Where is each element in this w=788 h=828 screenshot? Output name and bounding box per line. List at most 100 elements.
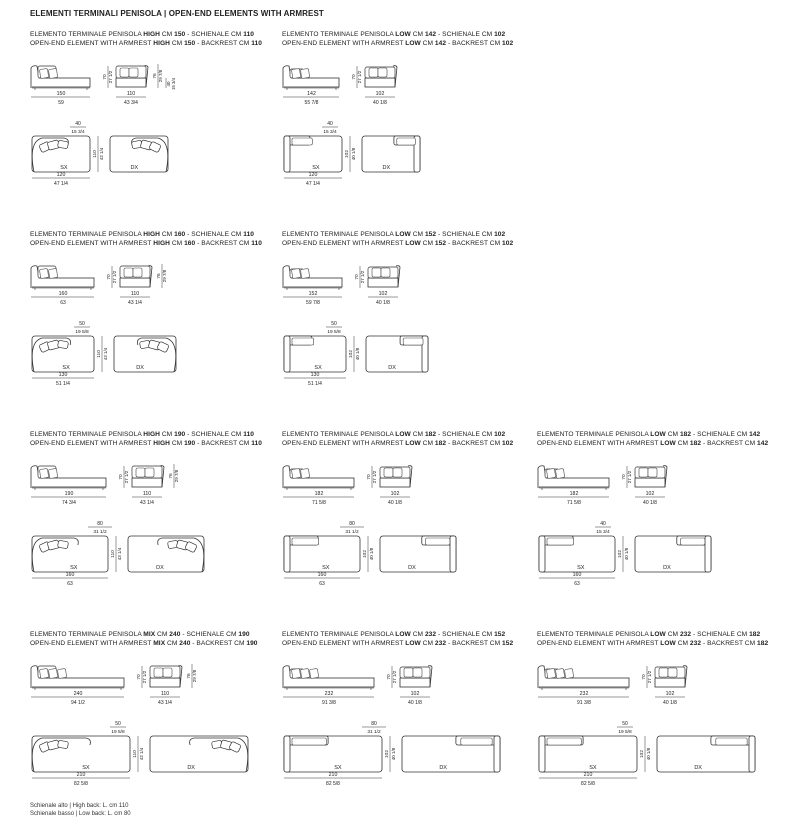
plan-sx-arm xyxy=(283,735,291,773)
plan-dx: DX xyxy=(127,535,205,573)
cushion xyxy=(638,467,649,478)
dim-dx-width-in: 40 1/8 xyxy=(373,100,387,106)
dim-sx-width-in: 55 7/8 xyxy=(305,100,319,106)
label-sx: SX xyxy=(589,765,597,771)
header-en-en-cm: CM xyxy=(420,240,435,247)
footnote-line-2: Schienale basso | Low back: L. cm 80 xyxy=(30,811,131,817)
plan-dx: DX xyxy=(379,535,457,573)
dim-dx-width-in: 40 1/8 xyxy=(376,300,390,306)
pillow xyxy=(396,137,416,146)
dim-plan-width: 120 xyxy=(57,172,66,178)
plan-dx: DX xyxy=(109,135,169,173)
pillow xyxy=(229,741,241,753)
cushion xyxy=(300,268,310,279)
chaise-armrest xyxy=(282,265,292,288)
plan-sx-back xyxy=(31,337,71,373)
label-sx: SX xyxy=(334,765,342,771)
header-en-en-type: LOW xyxy=(405,40,421,47)
dim-sx-width: 190 xyxy=(65,491,74,497)
dim-depth: 102 xyxy=(639,750,645,758)
cushion xyxy=(48,668,58,679)
header-it-it-back-val: 152 xyxy=(494,631,506,638)
dim-back-height-in: 29 7/8 xyxy=(174,469,179,482)
pillow xyxy=(291,137,313,146)
header-en: OPEN-END ELEMENT WITH ARMREST LOW CM 232… xyxy=(282,639,527,648)
cushion xyxy=(57,668,67,679)
footnote: Schienale alto | High back: L. cm 110 Sc… xyxy=(30,802,131,818)
header-it-it-pre: ELEMENTO TERMINALE PENISOLA xyxy=(30,231,144,238)
dim-dx-width-in: 43 1/4 xyxy=(128,300,142,306)
pillow xyxy=(291,737,327,746)
chaise-seat xyxy=(31,277,95,288)
cushion xyxy=(412,667,423,678)
header-it-it-back-val: 190 xyxy=(238,631,250,638)
header-it-it-cm: CM xyxy=(159,431,175,438)
dim-plan-width-in: 63 xyxy=(67,581,73,587)
chaise-armrest xyxy=(282,665,292,688)
header-en-en-pre: OPEN-END ELEMENT WITH ARMREST xyxy=(282,440,406,447)
cushion xyxy=(48,68,58,79)
dim-depth-in: 40 1/8 xyxy=(624,547,629,560)
dim-arm-width-in: 15 3/4 xyxy=(71,129,85,135)
header-en-en-type: LOW xyxy=(660,640,676,647)
chaise-seat xyxy=(283,477,355,488)
header-it-it-len: 182 xyxy=(679,431,692,438)
label-dx: DX xyxy=(388,365,396,371)
plan-dx: DX xyxy=(113,335,177,373)
header-it: ELEMENTO TERMINALE PENISOLA HIGH CM 160 … xyxy=(30,230,275,239)
chaise-seat xyxy=(31,477,107,488)
dim-dx-width-in: 43 3/4 xyxy=(124,100,138,106)
header-it-it-cm: CM xyxy=(665,431,680,438)
dx-armrest xyxy=(392,65,398,88)
header-en-en-pre: OPEN-END ELEMENT WITH ARMREST xyxy=(30,240,154,247)
header-it-it-pre: ELEMENTO TERMINALE PENISOLA xyxy=(282,431,396,438)
header-it-it-type: HIGH xyxy=(143,231,160,238)
dx-armrest xyxy=(177,665,183,688)
dim-sx-width-in: 71 5/8 xyxy=(567,500,581,506)
header-en: OPEN-END ELEMENT WITH ARMREST LOW CM 152… xyxy=(282,239,527,248)
dim-sx-width-in: 94 1/2 xyxy=(71,700,85,706)
dim-arm-width-in: 31 1/2 xyxy=(345,529,359,535)
plan-sx-back xyxy=(31,537,79,573)
header-it-it-back-val: 110 xyxy=(243,431,255,438)
dx-seat xyxy=(115,77,147,88)
cushion xyxy=(309,668,319,679)
header-en-en-cm: CM xyxy=(169,240,185,247)
header-en-en-back-val: 110 xyxy=(251,40,262,47)
header-en-en-back-val: 152 xyxy=(502,640,514,647)
cushion xyxy=(647,467,658,478)
header-en-en-pre: OPEN-END ELEMENT WITH ARMREST xyxy=(30,40,154,47)
header-en-en-len: 160 xyxy=(184,240,196,247)
header-it-it-pre: ELEMENTO TERMINALE PENISOLA xyxy=(30,431,144,438)
pillow xyxy=(546,737,582,746)
header-en-en-back: - BACKREST CM xyxy=(446,440,503,447)
dim-height: 70 xyxy=(118,474,124,480)
header-it-it-cm: CM xyxy=(155,631,170,638)
dim-depth: 102 xyxy=(344,150,350,158)
dim-plan-width-in: 82 5/8 xyxy=(74,781,88,787)
header-it-it-len: 232 xyxy=(424,631,437,638)
pillow xyxy=(185,541,197,553)
dim-depth-in: 40 1/8 xyxy=(355,347,360,360)
dim-arm-width-in: 31 1/2 xyxy=(93,529,107,535)
label-dx: DX xyxy=(187,765,195,771)
dim-arm-width: 40 xyxy=(600,521,606,527)
header-it: ELEMENTO TERMINALE PENISOLA LOW CM 232 -… xyxy=(282,630,527,639)
cushion xyxy=(132,267,143,278)
header-en-en-len: 142 xyxy=(434,40,447,47)
dim-depth: 102 xyxy=(348,350,354,358)
cushion xyxy=(144,467,155,478)
pillow xyxy=(546,537,574,546)
dim-height: 70 xyxy=(641,674,647,680)
cushion xyxy=(546,468,556,479)
dx-armrest xyxy=(147,265,153,288)
